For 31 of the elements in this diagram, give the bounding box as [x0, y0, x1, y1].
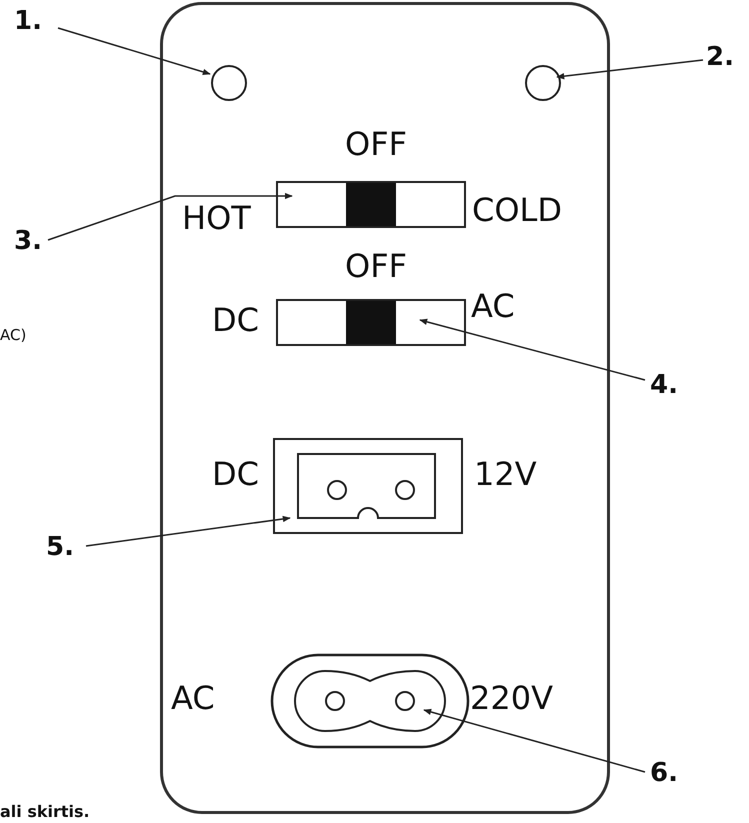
rocker-switch: [276, 181, 466, 228]
switch-label: COLD: [472, 192, 562, 228]
leader-line: [556, 59, 704, 80]
socket-label: 220V: [470, 680, 553, 716]
leader-line: [423, 708, 646, 773]
mounting-hole: [525, 65, 561, 101]
callout-number: 4.: [650, 370, 690, 402]
callout-number: 5.: [46, 532, 86, 564]
callout-number: 3.: [14, 226, 54, 258]
callout-number: 2.: [706, 42, 746, 74]
switch-label: OFF: [345, 248, 407, 284]
ac-socket: [270, 653, 470, 749]
callout-number: 1.: [14, 6, 54, 38]
switch-label: AC: [471, 288, 515, 324]
switch-label: OFF: [345, 126, 407, 162]
socket-label: AC: [171, 680, 215, 716]
socket-label: 12V: [474, 456, 537, 492]
leader-line: [58, 27, 211, 75]
text-fragment: AC): [0, 326, 26, 344]
callout-number: 6.: [650, 758, 690, 790]
text-fragment: ali skirtis.: [0, 802, 90, 821]
switch-label: HOT: [182, 200, 251, 236]
socket-label: DC: [212, 456, 259, 492]
dc-socket: [273, 438, 463, 534]
rocker-switch: [276, 299, 466, 346]
leader-line: [86, 516, 291, 547]
leader-line: [48, 192, 293, 241]
switch-label: DC: [212, 302, 259, 338]
leader-line: [419, 318, 646, 381]
panel-plate: [160, 2, 610, 814]
mounting-hole: [211, 65, 247, 101]
